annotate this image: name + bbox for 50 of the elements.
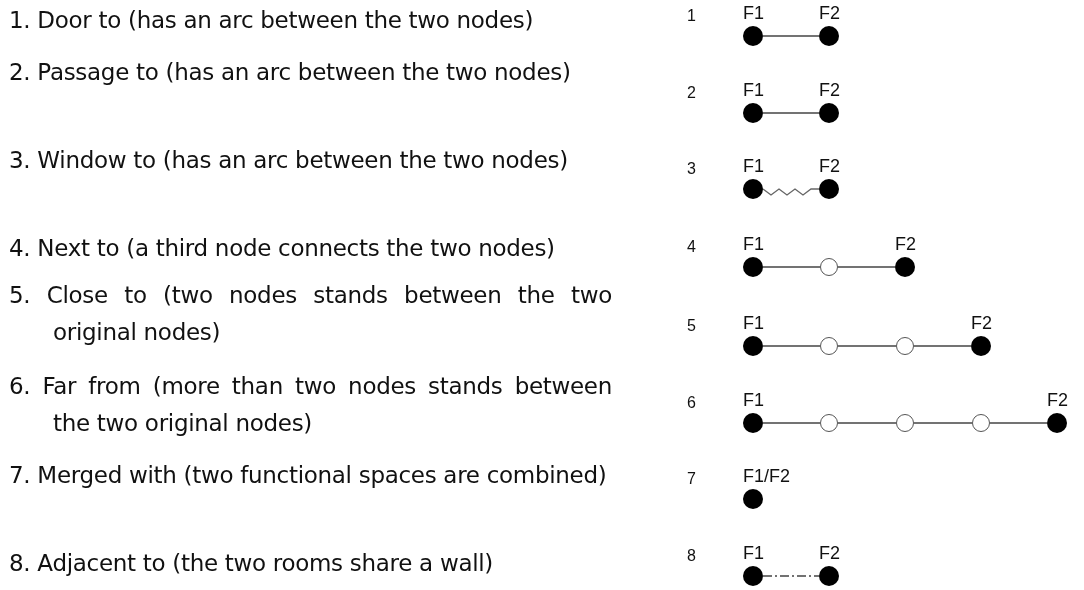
empty-node-circle [820,258,838,276]
connector-line [762,112,820,114]
node-label: F1 [743,235,764,253]
node-label: F1 [743,4,764,22]
node-label: F1 [743,81,764,99]
zigzag-line [762,188,820,196]
connector-line [837,422,897,424]
node-label: F1 [743,314,764,332]
list-item: 8. Adjacent to (the two rooms share a wall) [9,549,495,578]
node-label: F2 [819,81,840,99]
row-number: 1 [687,7,696,25]
row-number: 6 [687,394,696,412]
row-number: 2 [687,84,696,102]
node-label: F2 [819,157,840,175]
list-item: 1. Door to (has an arc between the two nodes) [9,6,535,35]
node-label: F2 [1047,391,1068,409]
empty-node-circle [896,337,914,355]
list-item: 6. Far from (more than two nodes stands between the two original nodes) [9,372,612,438]
row-number: 5 [687,317,696,335]
row-number: 4 [687,238,696,256]
node-label: F1/F2 [743,467,790,485]
node-label: F2 [819,544,840,562]
empty-node-circle [820,414,838,432]
row-number: 7 [687,470,696,488]
dash-dot-line [762,575,820,577]
node-label: F1 [743,391,764,409]
node-label: F1 [743,544,764,562]
list-item: 2. Passage to (has an arc between the two nodes) [9,58,572,87]
connector-line [989,422,1048,424]
node-label: F1 [743,157,764,175]
list-item: 7. Merged with (two functional spaces are combined) [9,461,608,490]
connector-line [837,266,896,268]
connector-line [913,422,973,424]
row-number: 8 [687,547,696,565]
connector-line [762,35,820,37]
connector-line [837,345,897,347]
node-label: F2 [819,4,840,22]
empty-node-circle [820,337,838,355]
row-number: 3 [687,160,696,178]
list-item: 3. Window to (has an arc between the two nodes) [9,146,569,175]
connector-line [762,266,821,268]
connector-line [762,345,821,347]
list-item: 4. Next to (a third node connects the two nodes) [9,234,556,263]
connector-line [762,422,821,424]
empty-node-circle [972,414,990,432]
connector-line [913,345,972,347]
empty-node-circle [896,414,914,432]
node-label: F2 [895,235,916,253]
list-item: 5. Close to (two nodes stands between the two original nodes) [9,281,612,347]
node-label: F2 [971,314,992,332]
